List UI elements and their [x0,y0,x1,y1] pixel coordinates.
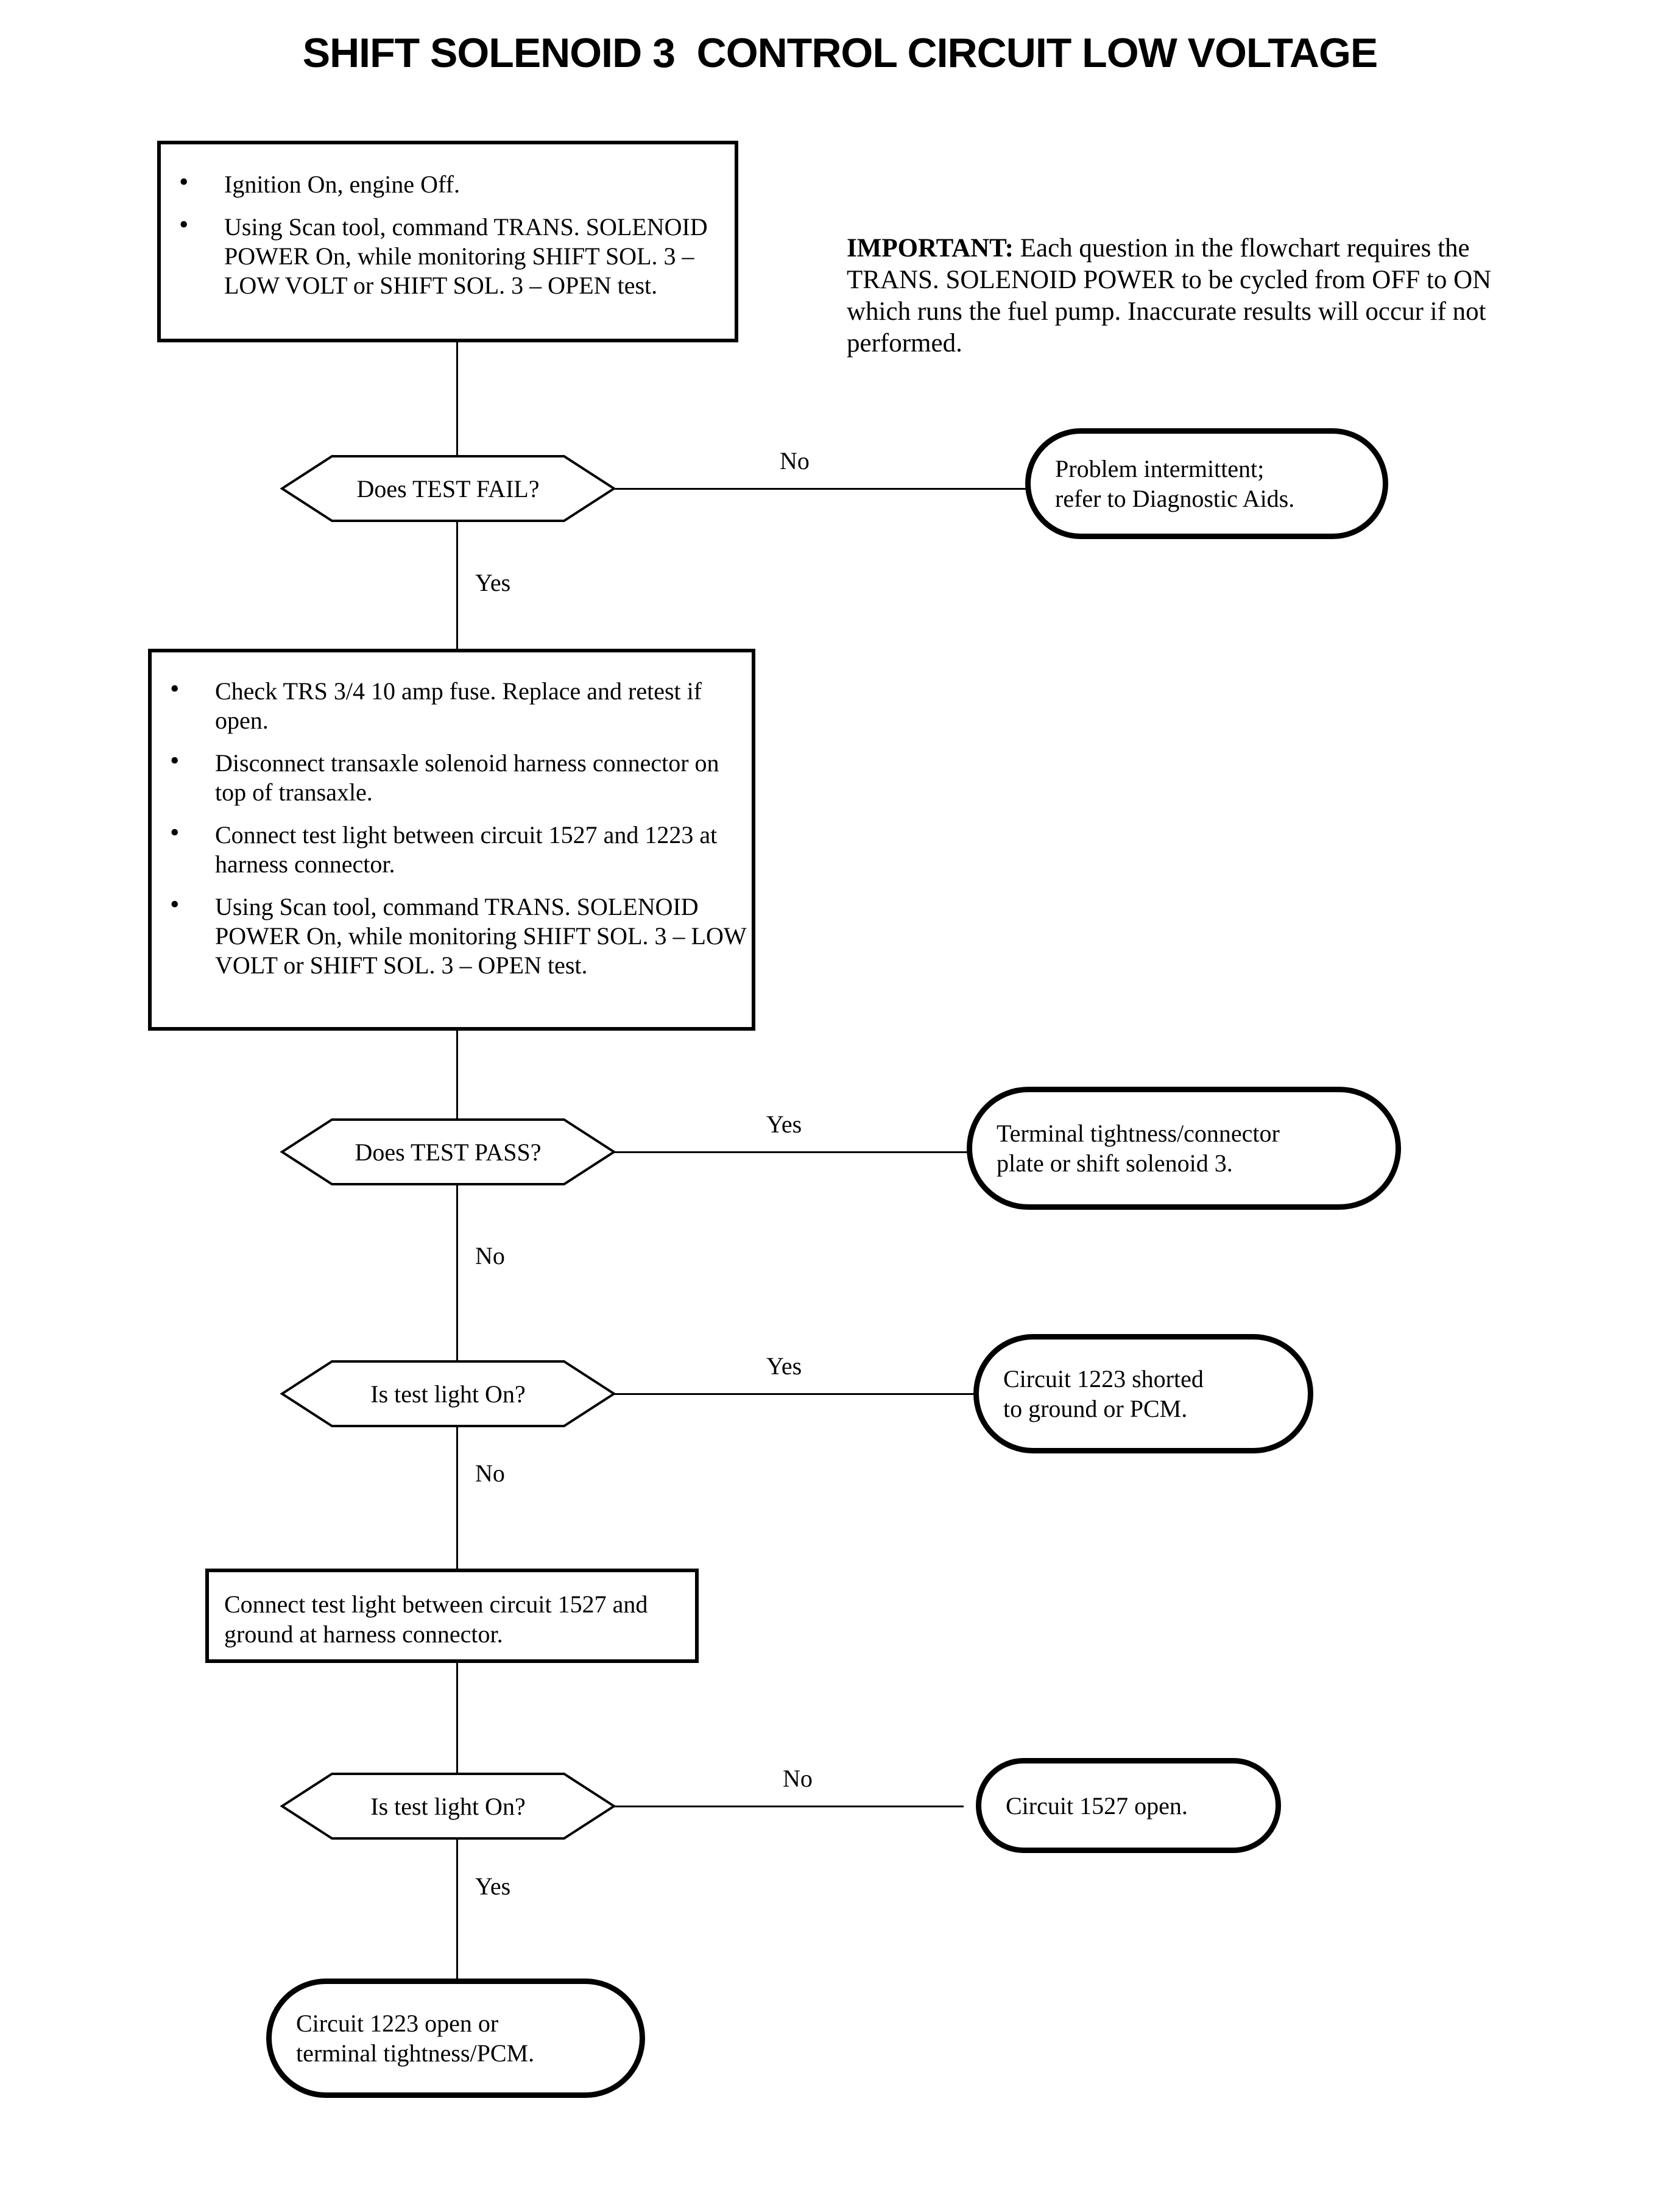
terminal-line: Terminal tightness/connector [997,1120,1280,1147]
terminal-circuit-1527-open: Circuit 1527 open. [976,1758,1281,1853]
list-item: Disconnect transaxle solenoid harness co… [152,746,752,807]
decision-label: Does TEST PASS? [355,1138,542,1166]
list-item: Using Scan tool, command TRANS. SOLENOID… [152,890,752,980]
branch-label-d4-no: No [783,1765,813,1792]
decision-does-test-pass: Does TEST PASS? [280,1118,616,1185]
connector-d4-no [614,1806,964,1807]
list-item: Ignition On, engine Off. [161,168,735,199]
important-label: IMPORTANT: [847,234,1014,263]
branch-label-d2-no: No [475,1242,505,1269]
connector-d1-no [614,488,1026,490]
branch-label-d1-no: No [780,447,810,475]
terminal-line: terminal tightness/PCM. [296,2039,535,2067]
decision-is-test-light-on-1: Is test light On? [280,1360,616,1427]
terminal-line: to ground or PCM. [1003,1395,1188,1422]
connector-d4-yes-to-terminal [456,1840,458,1993]
process-box-step3: Connect test light between circuit 1527 … [205,1569,699,1663]
decision-label: Is test light On? [370,1792,526,1820]
process-box-step2: Check TRS 3/4 10 amp fuse. Replace and r… [148,649,755,1031]
terminal-line: Circuit 1223 open or [296,2010,499,2037]
decision-does-test-fail: Does TEST FAIL? [280,455,616,522]
connector-step1-to-d1 [456,342,458,457]
decision-label: Is test light On? [370,1380,526,1408]
branch-label-d3-no: No [475,1460,505,1487]
connector-d3-no-to-step3 [456,1427,458,1569]
step3-text: Connect test light between circuit 1527 … [224,1590,648,1648]
terminal-line: plate or shift solenoid 3. [997,1149,1233,1177]
connector-d2-no-to-d3 [456,1185,458,1366]
important-note: IMPORTANT: Each question in the flowchar… [847,201,1553,359]
terminal-line: Circuit 1527 open. [1006,1792,1188,1820]
branch-label-d4-yes: Yes [475,1873,511,1900]
step2-bullet-list: Check TRS 3/4 10 amp fuse. Replace and r… [152,674,752,980]
step1-bullet-list: Ignition On, engine Off. Using Scan tool… [161,168,735,300]
page-title: SHIFT SOLENOID 3 CONTROL CIRCUIT LOW VOL… [302,30,1378,76]
terminal-line: Problem intermittent; [1055,455,1265,482]
terminal-circuit-1223-open: Circuit 1223 open or terminal tightness/… [266,1979,645,2098]
decision-is-test-light-on-2: Is test light On? [280,1773,616,1840]
terminal-line: refer to Diagnostic Aids. [1055,485,1295,512]
terminal-terminal-tightness: Terminal tightness/connector plate or sh… [967,1087,1401,1210]
connector-d1-yes-to-step2 [456,522,458,649]
branch-label-d3-yes: Yes [766,1352,802,1380]
process-box-step1: Ignition On, engine Off. Using Scan tool… [157,141,738,342]
branch-label-d1-yes: Yes [475,569,511,596]
connector-d2-yes [614,1151,969,1153]
terminal-circuit-1223-shorted: Circuit 1223 shorted to ground or PCM. [973,1334,1313,1453]
connector-d3-yes [614,1393,975,1395]
connector-step2-to-d2 [456,1031,458,1120]
list-item: Connect test light between circuit 1527 … [152,818,752,879]
list-item: Check TRS 3/4 10 amp fuse. Replace and r… [152,674,752,735]
list-item: Using Scan tool, command TRANS. SOLENOID… [161,210,735,300]
decision-label: Does TEST FAIL? [356,475,540,503]
important-body: Each question in the flowchart requires … [847,234,1492,358]
branch-label-d2-yes: Yes [766,1110,802,1138]
terminal-line: Circuit 1223 shorted [1003,1365,1204,1393]
connector-step3-to-d4 [456,1663,458,1774]
terminal-problem-intermittent: Problem intermittent; refer to Diagnosti… [1025,428,1388,539]
